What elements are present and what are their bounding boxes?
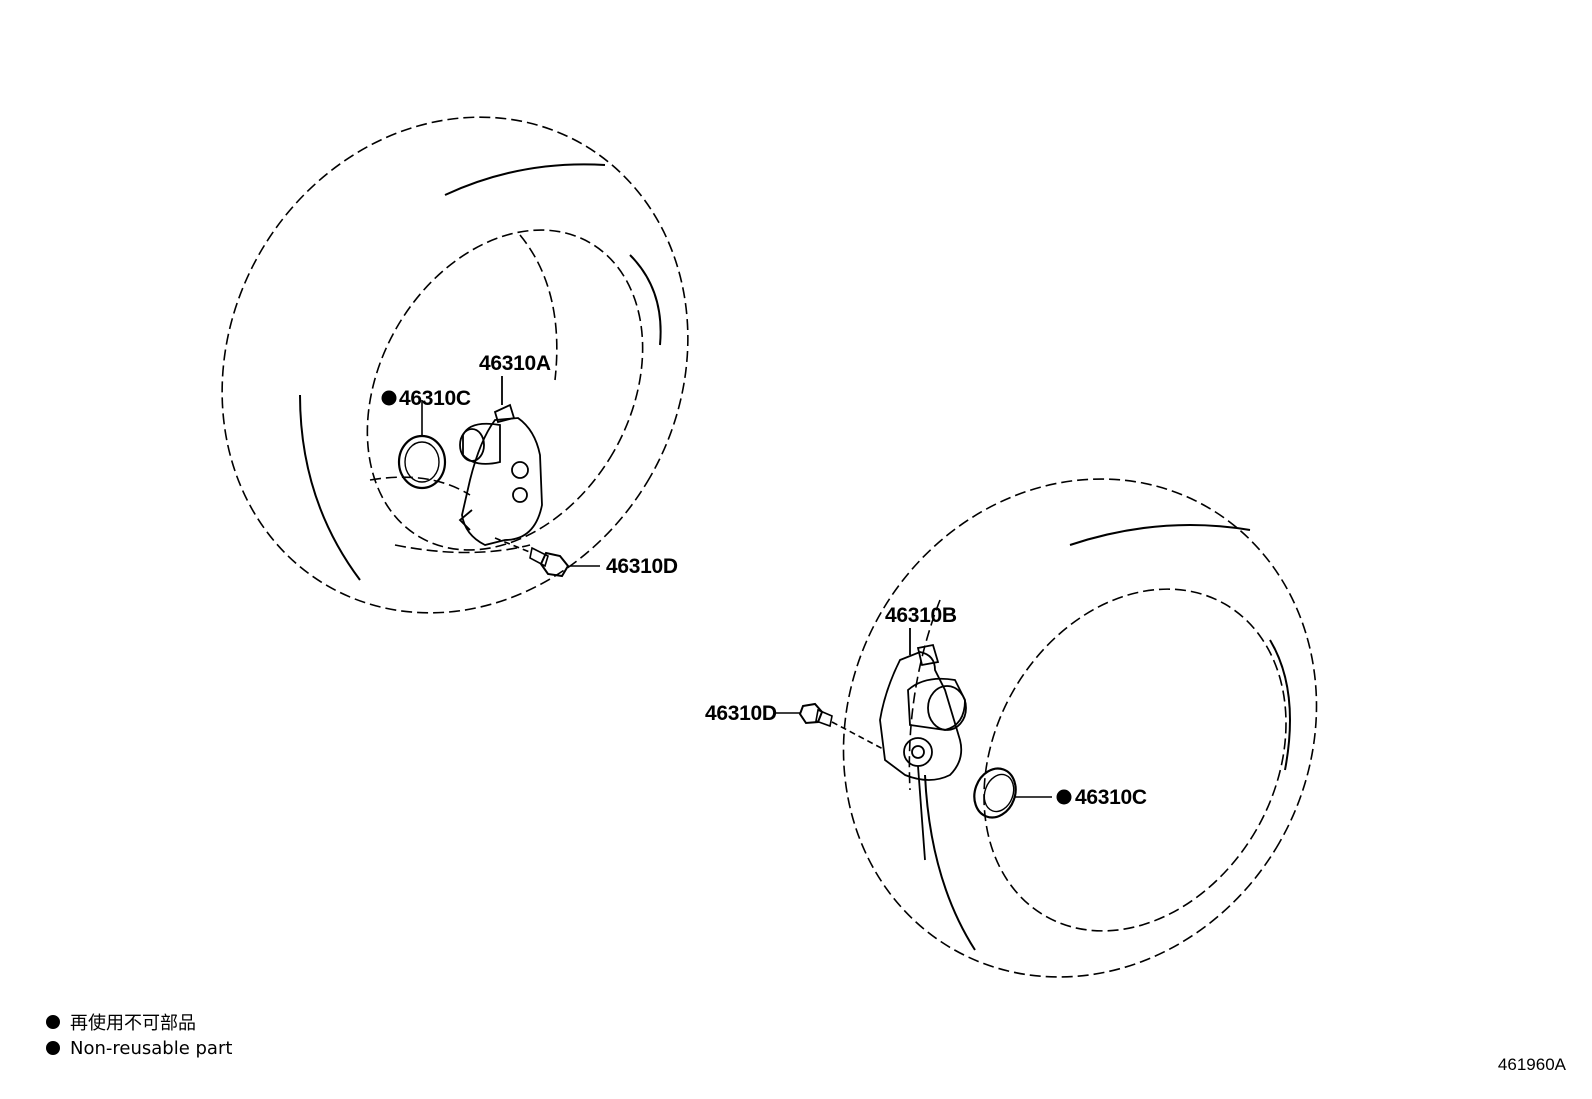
non-reusable-marker-icon xyxy=(46,1041,60,1055)
right-seal-46310c xyxy=(973,767,1052,819)
legend-label-en: Non-reusable part xyxy=(70,1037,233,1059)
callout-46310b: 46310B xyxy=(885,604,957,627)
callout-46310a: 46310A xyxy=(479,352,551,375)
left-actuator-46310a xyxy=(458,376,543,546)
legend-item-en: Non-reusable part xyxy=(46,1036,232,1060)
right-wheel-phantom xyxy=(842,478,1318,978)
left-seal-non-reusable-marker-icon xyxy=(381,390,397,406)
callout-46310c-left: 46310C xyxy=(399,387,471,410)
right-tire-contour-lines xyxy=(924,524,1291,951)
left-seal-46310c xyxy=(397,400,447,490)
left-bolt-46310d xyxy=(494,537,600,578)
left-tire-contour-lines xyxy=(299,163,662,581)
callout-46310d-right: 46310D xyxy=(705,702,777,725)
right-bolt-46310d xyxy=(775,702,886,751)
left-wheel-phantom xyxy=(221,116,689,614)
callout-46310d-left: 46310D xyxy=(606,555,678,578)
legend-label-ja: 再使用不可部品 xyxy=(70,1013,196,1034)
legend-item-ja: 再使用不可部品 xyxy=(46,1010,196,1034)
right-actuator-46310b xyxy=(879,628,967,861)
callout-46310c-right: 46310C xyxy=(1075,786,1147,809)
right-seal-non-reusable-marker-icon xyxy=(1056,789,1072,805)
figure-id: 461960A xyxy=(1497,1055,1566,1074)
non-reusable-marker-icon xyxy=(46,1015,60,1029)
